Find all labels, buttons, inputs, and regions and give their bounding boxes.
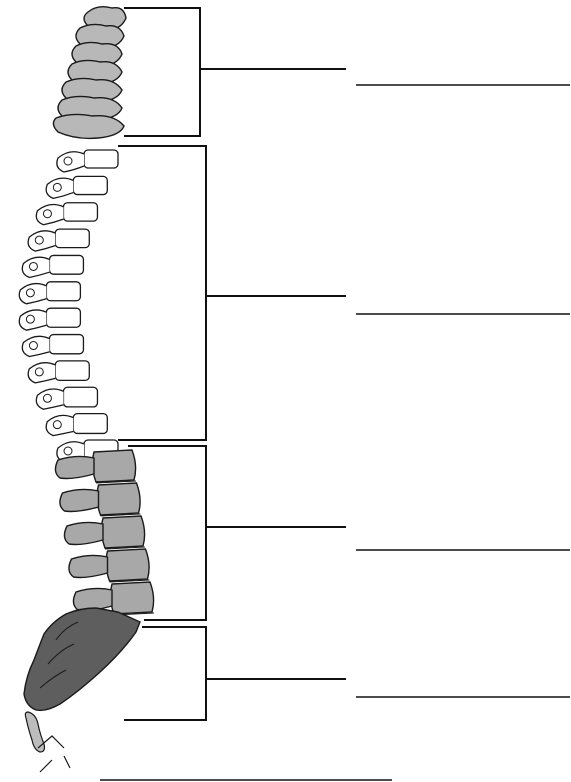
lumbar-vertebra-body-5	[110, 582, 153, 614]
thoracic-vertebra-body-5	[49, 255, 83, 274]
lumbar-process-4	[69, 555, 108, 577]
thoracic-process-7	[19, 310, 46, 330]
thoracic-vertebra-body-6	[46, 282, 80, 301]
thoracic-vertebrae	[19, 150, 118, 462]
cervical-vertebrae	[53, 7, 126, 139]
coccyx	[25, 712, 44, 752]
lumbar-process-1	[55, 456, 94, 478]
lumbar-vertebra-body-2	[97, 483, 140, 515]
lumbar-vertebra-body-1	[92, 450, 135, 482]
thoracic-process-5	[22, 257, 49, 277]
thoracic-process-10	[36, 389, 63, 409]
thoracic-vertebra-body-4	[55, 229, 89, 248]
thoracic-process-9	[28, 363, 55, 383]
thoracic-process-1	[57, 152, 84, 172]
bracket-sacrum-coccyx	[124, 627, 346, 720]
thoracic-vertebra-body-3	[63, 203, 97, 221]
thoracic-process-6	[19, 284, 46, 304]
lumbar-vertebrae	[55, 450, 154, 615]
thoracic-vertebra-body-7	[46, 308, 80, 327]
thoracic-process-8	[22, 336, 49, 356]
lumbar-process-3	[64, 522, 103, 544]
lumbar-vertebra-body-4	[106, 549, 149, 581]
thoracic-process-4	[28, 231, 55, 251]
thoracic-process-3	[36, 204, 63, 224]
thoracic-vertebra-body-10	[63, 387, 97, 407]
cervical-vertebra-7	[53, 114, 124, 138]
lumbar-vertebra-body-3	[101, 516, 144, 548]
thoracic-vertebra-body-2	[73, 176, 107, 194]
thoracic-vertebra-body-9	[55, 361, 89, 380]
lumbar-process-5	[73, 588, 112, 610]
thoracic-vertebra-body-1	[84, 150, 118, 168]
lumbar-process-2	[60, 489, 99, 511]
sacrum	[24, 608, 140, 710]
thoracic-vertebra-body-8	[49, 335, 83, 354]
bracket-lumbar	[128, 446, 346, 620]
thoracic-vertebra-body-11	[73, 414, 107, 434]
thoracic-process-11	[46, 415, 73, 435]
thoracic-process-2	[46, 178, 73, 198]
bracket-cervical	[124, 8, 346, 136]
bracket-thoracic	[118, 146, 346, 440]
